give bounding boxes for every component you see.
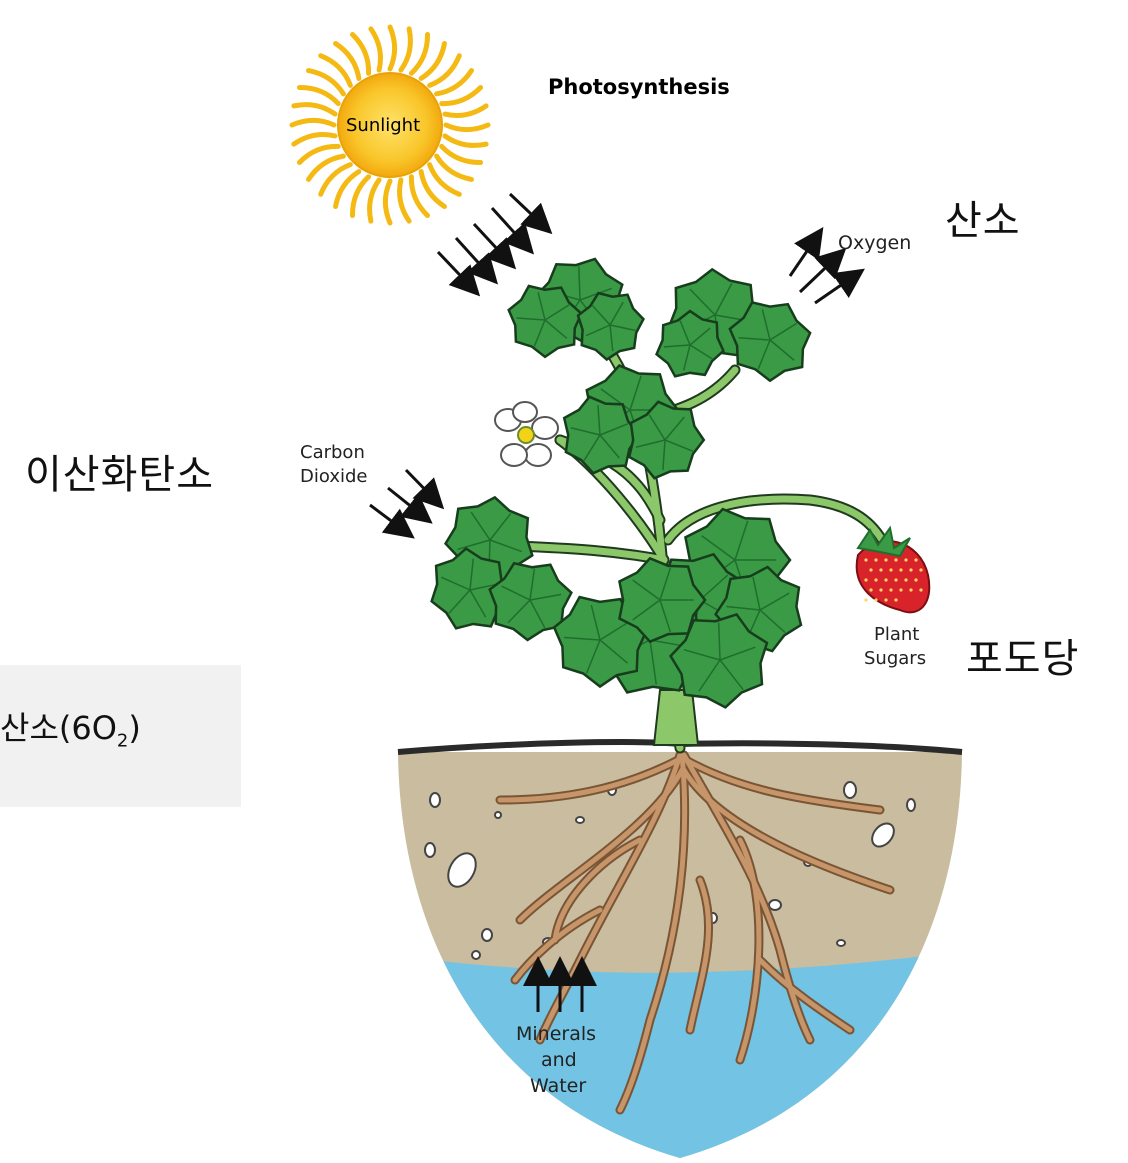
strawberry-seed [909,588,912,591]
oxygen-formula-panel: 산소(6O2) [0,665,241,807]
strawberry-seed [874,558,877,561]
sun-ray [371,29,381,70]
sun-ray [401,29,411,70]
sun-ray [336,44,359,79]
strawberry-seed [884,598,887,601]
sun-ray [294,105,335,115]
strawberry-seed [909,568,912,571]
strawberry-seed [899,588,902,591]
sun-ray [442,146,481,162]
sun-ray [299,87,338,103]
strawberry-seed [894,558,897,561]
strawberry-seed [869,568,872,571]
strawberry-seed [864,558,867,561]
sun-ray [370,180,380,221]
sun-ray [294,135,335,145]
oxygen-formula-main: 산소(6O [0,709,117,747]
sun-ray [411,34,427,73]
leaves [417,245,827,718]
oxygen-formula-end: ) [128,709,140,747]
minerals-label-line2: and [541,1049,577,1071]
sun-ray [437,71,472,94]
sun-ray [352,177,368,216]
sun-ray [445,106,486,116]
oxygen-korean-label: 산소 [945,188,1021,246]
strawberry-seed [874,598,877,601]
sun-ray [421,172,444,207]
strawberry-seed [884,578,887,581]
oxygen-label: Oxygen [838,232,911,254]
sunlight-arrows [438,194,548,292]
strawberry-seed [919,568,922,571]
strawberry-seed [889,588,892,591]
minerals-label-line3: Water [530,1075,586,1097]
strawberry-seed [894,598,897,601]
strawberry-seed [884,558,887,561]
strawberry-seed [914,558,917,561]
strawberry-seed [864,598,867,601]
sun-ray [390,27,395,69]
sun-label: Sunlight [346,115,420,136]
carbon-dioxide-arrows [370,470,440,535]
carbon-dioxide-label-line1: Carbon [300,442,365,463]
oxygen-formula-subscript: 2 [117,730,128,751]
strawberry-seed [879,568,882,571]
sun-ray [400,180,410,221]
sun-ray [309,156,344,179]
glucose-korean-label: 포도당 [966,626,1079,684]
carbon-dioxide-label-line2: Dioxide [300,466,367,487]
sun-ray [385,181,390,223]
strawberry-seed [894,578,897,581]
sun-ray [446,125,488,130]
minerals-label-line1: Minerals [516,1023,596,1045]
strawberry-seed [864,578,867,581]
strawberry-seed [879,588,882,591]
strawberry-seed [869,588,872,591]
strawberry-seed [919,588,922,591]
flower-icon [495,402,558,466]
strawberry-seed [874,578,877,581]
strawberry-icon [857,528,930,612]
oxygen-formula: 산소(6O2) [0,703,141,751]
plant-sugars-label-line2: Sugars [864,648,926,669]
sun-ray [445,136,486,146]
diagram-title: Photosynthesis [548,75,730,99]
strawberry-seed [904,558,907,561]
strawberry-seed [904,578,907,581]
strawberry-seed [899,568,902,571]
strawberry-seed [889,568,892,571]
carbon-dioxide-korean-label: 이산화탄소 [25,442,214,500]
sun-ray [292,120,334,125]
plant-sugars-label-line1: Plant [874,624,919,645]
strawberry-seed [914,578,917,581]
